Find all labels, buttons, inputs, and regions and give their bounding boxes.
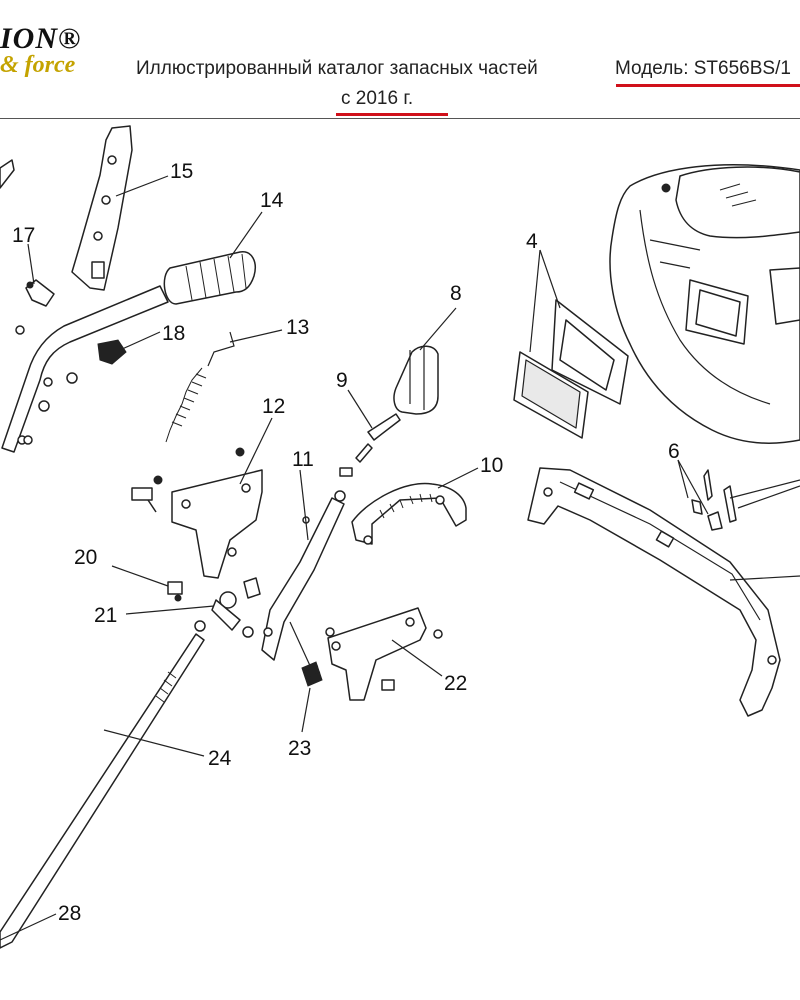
left-fasteners [15, 325, 78, 445]
part-14-hand-grip [163, 251, 256, 305]
part-12-bracket-plate [131, 447, 263, 579]
callout-28: 28 [58, 902, 81, 925]
callout-21: 21 [94, 604, 117, 627]
header-rule [0, 118, 800, 119]
engine-housing [609, 164, 800, 444]
brand-logo: ION® [0, 22, 82, 55]
part-partial-left [0, 159, 15, 189]
part-23-spring [301, 661, 323, 687]
part-9-shaft [334, 413, 401, 502]
callout-6: 6 [668, 440, 680, 463]
leader-lines [0, 175, 800, 941]
callout-22: 22 [444, 672, 467, 695]
callout-14: 14 [260, 189, 284, 212]
part-8-shift-knob [393, 345, 439, 415]
callout-11: 11 [292, 448, 314, 471]
year-underline [336, 113, 448, 116]
callout-15: 15 [170, 160, 193, 183]
callout-20: 20 [74, 546, 97, 569]
part-24-rod [0, 620, 206, 949]
callout-23: 23 [288, 737, 311, 760]
callout-10: 10 [480, 454, 503, 477]
brand-logo-tagline: & force [0, 52, 76, 78]
part-15-handle-bracket [71, 125, 133, 291]
model-label: Модель: ST656BS/1 [615, 58, 791, 79]
part-10-gear-sector [351, 482, 467, 545]
callout-12: 12 [262, 395, 285, 418]
part-17-clip [25, 279, 55, 307]
part-13-cable-spring [165, 331, 235, 443]
callout-17: 17 [12, 224, 35, 247]
catalog-title: Иллюстрированный каталог запасных частей [136, 58, 538, 79]
handle-tube [1, 285, 169, 453]
model-underline [616, 84, 800, 87]
frame-bracket [527, 467, 781, 717]
year-label: с 2016 г. [341, 88, 414, 109]
part-22-lower-plate [325, 607, 443, 701]
callout-18: 18 [162, 322, 185, 345]
callout-13: 13 [286, 316, 309, 339]
callout-labels: 15 14 17 13 18 8 4 12 9 11 10 6 20 21 22… [12, 160, 680, 925]
callout-24: 24 [208, 747, 232, 770]
part-6-bolts [691, 469, 737, 531]
part-20-bolt [167, 581, 183, 602]
callout-4: 4 [526, 230, 538, 253]
callout-8: 8 [450, 282, 462, 305]
part-21-pivot [211, 577, 261, 638]
part-18-knob [97, 339, 127, 365]
callout-9: 9 [336, 369, 348, 392]
part-4-cover [513, 299, 629, 439]
